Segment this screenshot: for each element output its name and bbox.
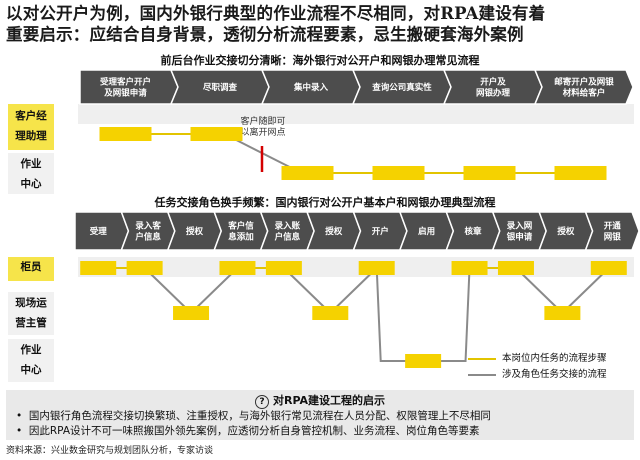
section2-step-label: 息添加 [228,232,254,243]
section2-gray-link [423,267,471,362]
section2-step-label: 开通 [604,221,622,232]
section1-step-label: 材料给客户 [562,88,606,99]
section2-task-3 [173,306,210,320]
summary-bullet-2: • 因此RPA设计不可一味照搬国外领先案例，应透彻分析自身管控机制、业务流程、岗… [16,425,480,437]
section1-step-label: 集中录入 [293,82,329,93]
section2-task-4 [219,261,256,275]
section2-step-3: 授权 [166,211,223,251]
section1-row-label-ops: 作业中心 [8,153,54,194]
section1-row-shade [78,104,634,124]
section1-task-2 [190,127,243,141]
section1-note-text: 客户随即可 [240,115,285,127]
section1-step-3: 集中录入 [260,69,361,105]
section2-step-label: 录入客 [135,221,161,232]
section2-task-5 [265,261,302,275]
section2-step-1: 受理 [74,211,130,251]
section1-step-4: 查询公司真实性 [351,69,452,105]
process-diagram: 受理客户开户及网银申请尽职调查集中录入查询公司真实性开户及网银办理邮寄开户及网银… [74,69,640,368]
section2-task-9 [451,261,488,275]
section2-task-6 [312,306,349,320]
title-line-2: 重要启示：应结合自身背景，透彻分析流程要素，忌生搬硬套海外案例 [6,25,524,44]
section2-flow [80,261,627,368]
section2-heading: 任务交接角色换手频繁：国内银行对公开户基本户和网银办理典型流程 [154,196,496,209]
section1-note-text: 以离开网点 [240,126,285,138]
section2-task-11 [544,306,581,320]
section2-step-label: 授权 [186,226,204,237]
section1-step-label: 受理客户开户 [100,77,151,88]
section1-task-5 [463,166,516,180]
summary-bullet-1: • 国内银行角色流程交接切换繁琐、注重授权，与海外银行常见流程在人员分配、权限管… [16,410,491,422]
section2-step-label: 授权 [557,226,575,237]
section2-step-6: 授权 [306,211,362,251]
section1-step-label: 网银办理 [476,88,511,99]
section1-step-label: 及网银申请 [104,88,147,99]
question-icon: ? [254,395,269,409]
section2-gray-link [143,267,192,314]
page-title: 以对公开户为例，国内外银行典型的作业流程不尽相同，对RPA建设有着 重要启示：应… [6,3,636,45]
section2-step-label: 网银 [604,232,622,243]
section2-step-8: 启用 [398,211,455,251]
section2-step-label: 户信息 [274,232,301,243]
section1-task-4 [372,166,425,180]
section2-chevrons: 受理录入客户信息授权客户信息添加录入账户信息授权开户启用核章录入网银申请授权开通… [74,211,640,251]
title-line-1: 以对公开户为例，国内外银行典型的作业流程不尽相同，对RPA建设有着 [6,4,546,23]
section2-task-12 [590,261,627,275]
section2-gray-link [190,267,239,314]
section2-task-1 [80,261,117,275]
section2-task-7 [358,261,395,275]
section2-step-label: 授权 [325,226,343,237]
section1-task-3 [281,166,334,180]
legend-in-post: 本岗位内任务的流程步骤 [468,350,607,364]
section1-task-1 [99,127,152,141]
section2-row-label-supervisor: 现场运营主管 [8,292,54,335]
section1-row-label-assistant: 客户经理助理 [8,104,54,150]
section2-step-9: 核章 [445,211,501,251]
section2-gray-link [329,267,378,314]
legend-yellow-line [468,357,496,360]
section2-step-11: 授权 [538,211,594,251]
section2-step-label: 录入网 [507,222,533,232]
section1-chevrons: 受理客户开户及网银申请尽职调查集中录入查询公司真实性开户及网银办理邮寄开户及网银… [79,69,634,105]
section2-step-label: 录入账 [275,221,301,232]
section2-gray-link [515,267,564,314]
section2-step-label: 开户 [372,226,389,237]
section2-step-label: 银申请 [506,232,533,243]
summary-box: ?对RPA建设工程的启示 • 国内银行角色流程交接切换繁琐、注重授权，与海外银行… [6,390,634,440]
source-note: 资料来源：兴业数金研究与规划团队分析，专家访谈 [6,446,214,456]
section1-step-label: 尽职调查 [203,82,238,93]
section2-step-label: 户信息 [134,232,161,243]
legend-gray-line [468,373,496,376]
section1-task-6 [554,166,607,180]
summary-title: ?对RPA建设工程的启示 [6,392,634,409]
section1-step-label: 查询公司真实性 [371,82,432,93]
section1-step-label: 开户及 [480,77,506,88]
section2-task-8 [405,354,442,368]
section2-step-label: 启用 [418,226,435,237]
section2-gray-link [283,267,331,314]
section2-row-label-ops: 作业中心 [8,339,54,382]
section2-gray-link [375,267,424,362]
section1-step-label: 邮寄开户及网银 [554,77,614,88]
section2-row-shade [78,257,634,277]
section2-task-10 [497,261,534,275]
section2-task-2 [126,261,163,275]
section1-heading: 前后台作业交接切分清晰：海外银行对公开户和网银办理常见流程 [160,54,480,67]
section1-step-2: 尽职调查 [169,69,270,105]
section2-step-label: 受理 [90,226,108,237]
section2-row-label-teller: 柜员 [8,257,54,281]
legend-cross-role: 涉及角色任务交接的流程 [468,366,607,380]
section2-gray-link [561,267,610,314]
section2-step-label: 客户信 [227,221,254,232]
section2-step-7: 开户 [352,211,408,251]
section2-step-label: 核章 [465,226,483,237]
